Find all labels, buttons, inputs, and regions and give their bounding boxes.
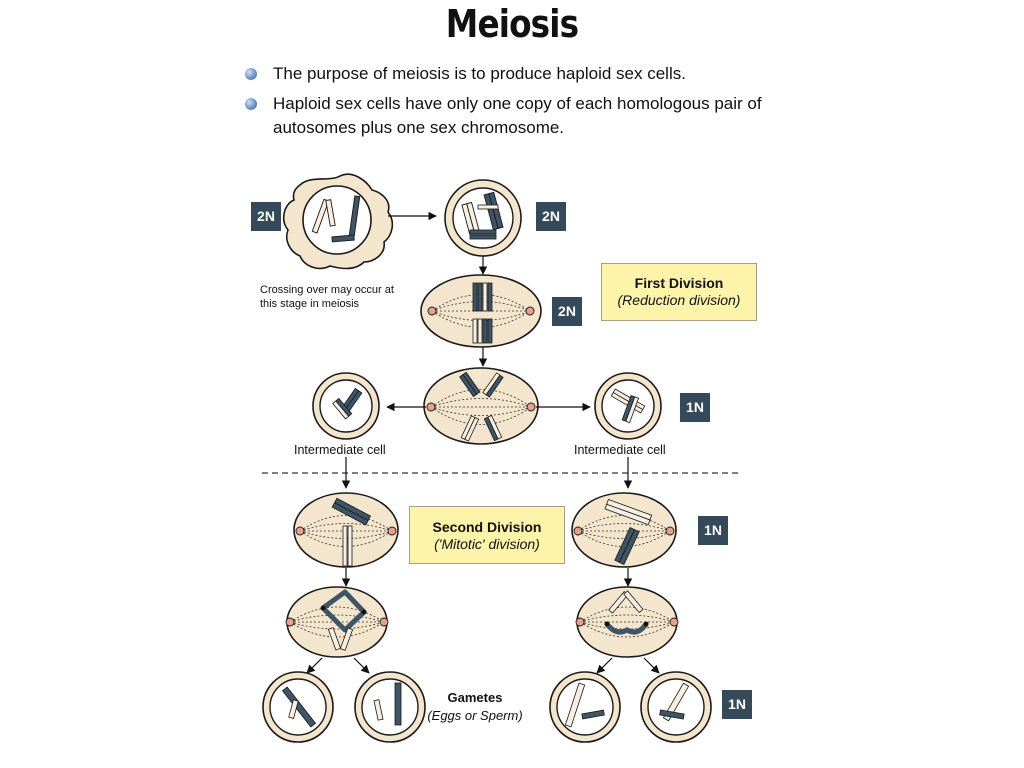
gamete-cell (549, 671, 621, 743)
chromosome (331, 234, 355, 243)
gamete-cell (640, 671, 712, 743)
gametes-subtitle: (Eggs or Sperm) (427, 708, 523, 723)
second-division-subtitle: ('Mitotic' division) (434, 536, 540, 552)
ploidy-badge: 1N (698, 516, 728, 545)
ploidy-badge: 1N (680, 393, 710, 422)
cell-start (282, 173, 394, 270)
page-title: Meiosis (445, 2, 579, 46)
ploidy-badge: 2N (552, 297, 582, 326)
cell-anaphase-1 (423, 367, 539, 445)
second-division-title: Second Division (432, 519, 542, 535)
cell-metaphase-2-left (293, 492, 399, 568)
intermediate-cell-label: Intermediate cell (294, 443, 386, 457)
gamete-cell (262, 671, 334, 743)
intermediate-cell-left (312, 372, 380, 440)
crossing-over-note: Crossing over may occur at this stage in… (260, 284, 394, 310)
ploidy-badge: 2N (536, 202, 566, 231)
cell-anaphase-2-left (285, 586, 389, 658)
cell-replicated (444, 179, 522, 257)
bullet-dot-icon (245, 68, 257, 80)
gametes-label: Gametes (Eggs or Sperm) (425, 689, 525, 725)
bullet-item: The purpose of meiosis is to produce hap… (245, 62, 686, 86)
cell-anaphase-2-right (575, 586, 679, 658)
bullet-text: The purpose of meiosis is to produce hap… (273, 64, 686, 83)
bullet-item: Haploid sex cells have only one copy of … (245, 92, 833, 140)
first-division-box: First Division (Reduction division) (601, 263, 757, 321)
bullet-dot-icon (245, 98, 257, 110)
intermediate-cell-right (594, 372, 662, 440)
gamete-cell (354, 671, 426, 743)
second-division-box: Second Division ('Mitotic' division) (409, 506, 565, 564)
cell-metaphase-2-right (571, 492, 677, 568)
ploidy-badge: 2N (251, 202, 281, 231)
cell-metaphase-1 (420, 274, 542, 348)
intermediate-cell-label: Intermediate cell (574, 443, 666, 457)
chromosome (325, 199, 336, 227)
bullet-text: Haploid sex cells have only one copy of … (273, 94, 762, 137)
first-division-title: First Division (634, 275, 724, 291)
first-division-subtitle: (Reduction division) (617, 292, 741, 308)
gametes-title: Gametes (447, 690, 503, 705)
ploidy-badge: 1N (722, 690, 752, 719)
